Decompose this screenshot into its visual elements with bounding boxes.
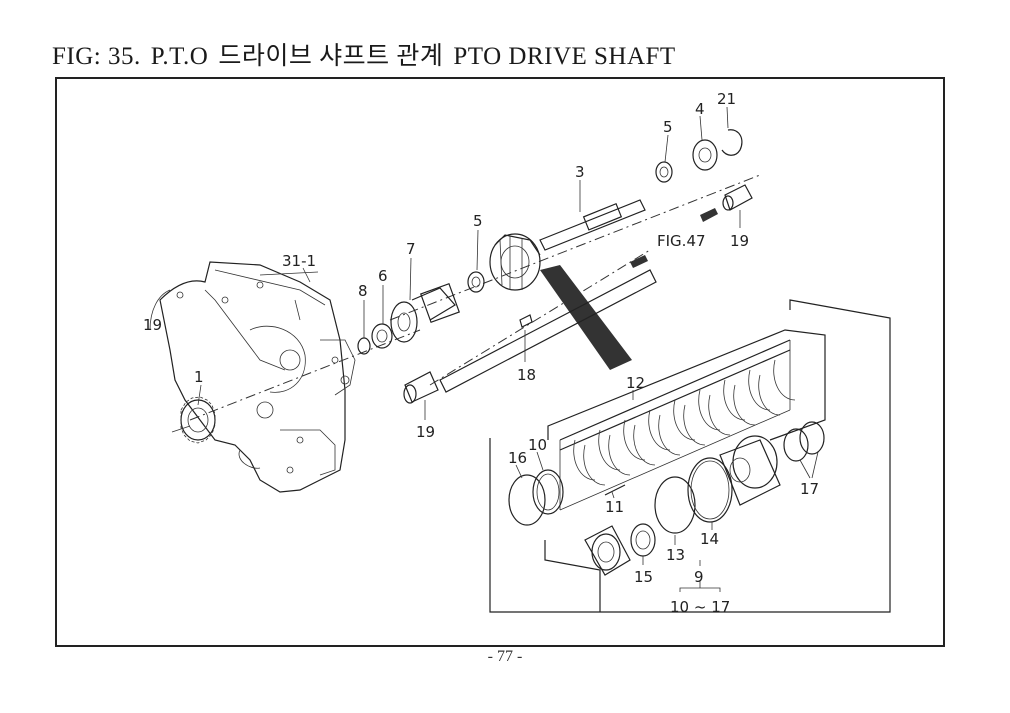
callout-11: 11 (605, 498, 624, 516)
callout-3: 3 (575, 163, 585, 181)
plate-part-10 (532, 469, 564, 515)
page-number: - 77 - (487, 648, 523, 665)
bearing-part-4 (692, 139, 718, 171)
clutch-plate-stack-part-12 (559, 339, 796, 511)
callout-31-1: 31-1 (282, 252, 316, 270)
bearing-part-6 (371, 323, 393, 349)
shaft-part-3 (539, 198, 646, 251)
snap-ring-part-21 (721, 129, 743, 156)
callout-range-10-17: 10 ~ 17 (670, 598, 730, 616)
seal-part-14 (687, 457, 733, 523)
callout-16: 16 (508, 449, 527, 467)
figure-code: P.T.O (150, 43, 209, 70)
clutch-drum (489, 233, 632, 370)
diagram-frame (55, 77, 945, 647)
figure-title-english: PTO DRIVE SHAFT (453, 43, 676, 70)
leader-lines (197, 106, 819, 592)
ring-part-16 (508, 474, 546, 526)
callout-12: 12 (626, 374, 645, 392)
callout-5-lower: 5 (473, 212, 483, 230)
callout-19-left: 19 (143, 316, 162, 334)
callout-5-upper: 5 (663, 118, 673, 136)
washer-part-5-lower (467, 271, 485, 293)
callout-14: 14 (700, 530, 719, 548)
seal-part-13 (654, 476, 696, 534)
piston-part-15 (584, 523, 656, 576)
pin-part-11 (604, 484, 626, 496)
washer-part-5-upper (655, 161, 673, 183)
transmission-case (149, 261, 356, 493)
callout-17: 17 (800, 480, 819, 498)
callout-13: 13 (666, 546, 685, 564)
callout-15: 15 (634, 568, 653, 586)
callout-21: 21 (717, 90, 736, 108)
callout-9: 9 (694, 568, 704, 586)
callout-8: 8 (358, 282, 368, 300)
callout-19-upper: 19 (730, 232, 749, 250)
o-rings-part-17 (783, 421, 825, 462)
gear-part-7 (390, 283, 460, 343)
callout-4: 4 (695, 100, 705, 118)
callout-10: 10 (528, 436, 547, 454)
callout-6: 6 (378, 267, 388, 285)
callout-18: 18 (517, 366, 536, 384)
gear-part-1 (171, 396, 216, 444)
clutch-pack-box (489, 299, 891, 613)
figure-title: FIG: 35. P.T.O 드라이브 샤프트 관계 PTO DRIVE SHAFT (52, 36, 686, 72)
callout-1: 1 (194, 368, 204, 386)
figure-number: FIG: 35. (52, 43, 141, 70)
lower-shaft-assembly (403, 255, 657, 404)
figure-title-korean: 드라이브 샤프트 관계 (218, 43, 444, 70)
sleeve-part-19-upper (700, 184, 753, 222)
clutch-housing (719, 435, 781, 506)
callout-19-lower: 19 (416, 423, 435, 441)
callout-7: 7 (406, 240, 416, 258)
figure-reference-47: FIG.47 (657, 232, 706, 250)
